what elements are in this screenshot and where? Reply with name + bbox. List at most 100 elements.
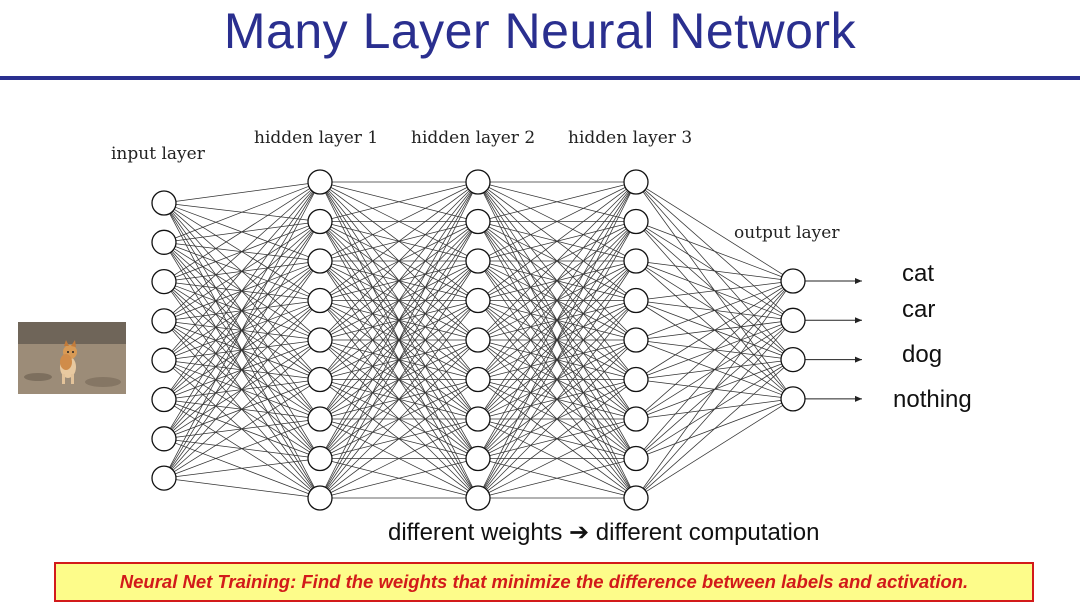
node-layer3-1 xyxy=(623,208,649,235)
node-layer0-6 xyxy=(151,426,177,452)
connection-l3-1-0 xyxy=(647,225,782,278)
node-layer1-8 xyxy=(307,485,333,511)
connection-l0-3-0 xyxy=(172,189,312,314)
slide-title: Many Layer Neural Network xyxy=(223,3,857,59)
output-label-cat: cat xyxy=(902,260,935,287)
connection-l2-4-0 xyxy=(486,190,628,332)
title-underline xyxy=(0,76,1080,80)
node-layer2-4 xyxy=(465,327,491,353)
node-layer4-0 xyxy=(780,268,806,294)
node-layer3-8 xyxy=(623,485,649,511)
caption-arrow-icon: ➔ xyxy=(569,519,590,546)
node-layer3-6 xyxy=(623,406,649,432)
node-layer1-7 xyxy=(307,445,333,472)
connection-l2-6-0 xyxy=(484,191,630,410)
connection-l0-7-5 xyxy=(173,385,311,473)
connection-l3-8-0 xyxy=(642,290,787,489)
node-layer4-1 xyxy=(780,307,806,333)
node-layer3-5 xyxy=(623,366,649,393)
connection-l2-8-7 xyxy=(489,461,625,496)
connection-l3-5-0 xyxy=(645,287,784,374)
connection-l0-7-7 xyxy=(175,459,309,477)
node-layer0-1 xyxy=(151,229,177,255)
connection-l1-8-2 xyxy=(326,270,472,489)
connection-l0-7-1 xyxy=(169,231,315,469)
connection-l1-8-3 xyxy=(327,309,471,489)
connection-l1-4-0 xyxy=(328,190,470,332)
dog-photo xyxy=(18,322,126,394)
node-layer1-0 xyxy=(307,169,333,195)
connection-l1-8-1 xyxy=(325,231,473,488)
layer-label-hidden-1: hidden layer 1 xyxy=(254,128,379,148)
node-layer0-4 xyxy=(151,347,177,373)
connection-l0-7-0 xyxy=(169,192,315,468)
connection-l1-8-6 xyxy=(330,424,468,493)
node-layer0-2 xyxy=(151,268,177,295)
connection-l2-8-6 xyxy=(488,424,626,493)
connection-l0-7-2 xyxy=(170,270,314,469)
connection-l2-5-0 xyxy=(485,191,629,371)
node-layer1-5 xyxy=(307,366,333,393)
connection-l2-8-3 xyxy=(485,309,629,489)
node-layer3-4 xyxy=(623,327,649,353)
node-layer1-1 xyxy=(307,208,333,235)
caption-right-text: different computation xyxy=(595,519,820,546)
node-layer3-2 xyxy=(623,248,649,274)
weights-caption: different weights ➔ different computatio… xyxy=(388,518,819,547)
output-label-nothing: nothing xyxy=(893,386,972,413)
connection-l0-7-8 xyxy=(175,479,309,497)
connection-l1-8-4 xyxy=(328,348,470,490)
connection-l0-4-0 xyxy=(171,190,313,352)
node-layer1-6 xyxy=(307,406,333,432)
layer-label-hidden-3: hidden layer 3 xyxy=(568,128,693,148)
node-layer2-6 xyxy=(465,406,491,432)
node-layer2-7 xyxy=(465,445,491,472)
connection-l1-2-0 xyxy=(330,187,468,256)
connection-l1-3-0 xyxy=(329,188,469,294)
connection-l3-2-0 xyxy=(647,262,782,280)
connection-l1-7-0 xyxy=(325,192,473,449)
connection-l0-1-0 xyxy=(175,185,309,239)
connection-l2-8-4 xyxy=(486,348,628,490)
connection-l0-7-4 xyxy=(172,347,312,471)
connection-l3-0-0 xyxy=(645,188,784,275)
connection-l3-8-3 xyxy=(645,404,784,492)
connection-l3-7-0 xyxy=(643,289,786,450)
node-layer2-8 xyxy=(465,485,491,511)
training-banner-text: Neural Net Training: Find the weights th… xyxy=(119,571,969,592)
network-nodes xyxy=(151,169,806,511)
layer-label-hidden-2: hidden layer 2 xyxy=(411,128,536,148)
node-layer4-2 xyxy=(780,346,806,373)
node-layer2-1 xyxy=(465,208,491,235)
connection-l3-3-0 xyxy=(647,282,782,300)
node-layer1-3 xyxy=(307,287,333,314)
node-layer4-3 xyxy=(780,386,806,412)
node-layer3-7 xyxy=(623,445,649,472)
connection-l2-8-2 xyxy=(484,270,630,489)
connection-l0-7-6 xyxy=(175,422,309,475)
connection-l1-8-5 xyxy=(329,386,469,492)
connection-l2-8-0 xyxy=(483,192,631,488)
connection-l2-2-0 xyxy=(488,187,626,256)
training-banner: Neural Net Training: Find the weights th… xyxy=(54,562,1034,602)
node-layer2-2 xyxy=(465,248,491,274)
network-connections xyxy=(169,181,787,499)
node-layer0-0 xyxy=(151,190,177,216)
connection-l3-8-1 xyxy=(643,329,786,490)
output-label-car: car xyxy=(902,296,936,323)
node-layer0-3 xyxy=(151,308,177,334)
node-layer2-5 xyxy=(465,366,491,393)
layer-label-output: output layer xyxy=(734,223,840,243)
connection-l1-8-7 xyxy=(331,461,467,496)
connection-l0-5-0 xyxy=(170,191,314,390)
node-layer0-7 xyxy=(151,465,177,491)
node-layer1-2 xyxy=(307,248,333,274)
connection-l3-8-2 xyxy=(644,367,785,491)
connection-l0-6-0 xyxy=(169,192,315,429)
caption-left-text: different weights xyxy=(388,519,563,546)
node-layer0-5 xyxy=(151,386,177,413)
node-layer2-0 xyxy=(465,169,491,195)
connection-l1-1-0 xyxy=(331,184,467,219)
